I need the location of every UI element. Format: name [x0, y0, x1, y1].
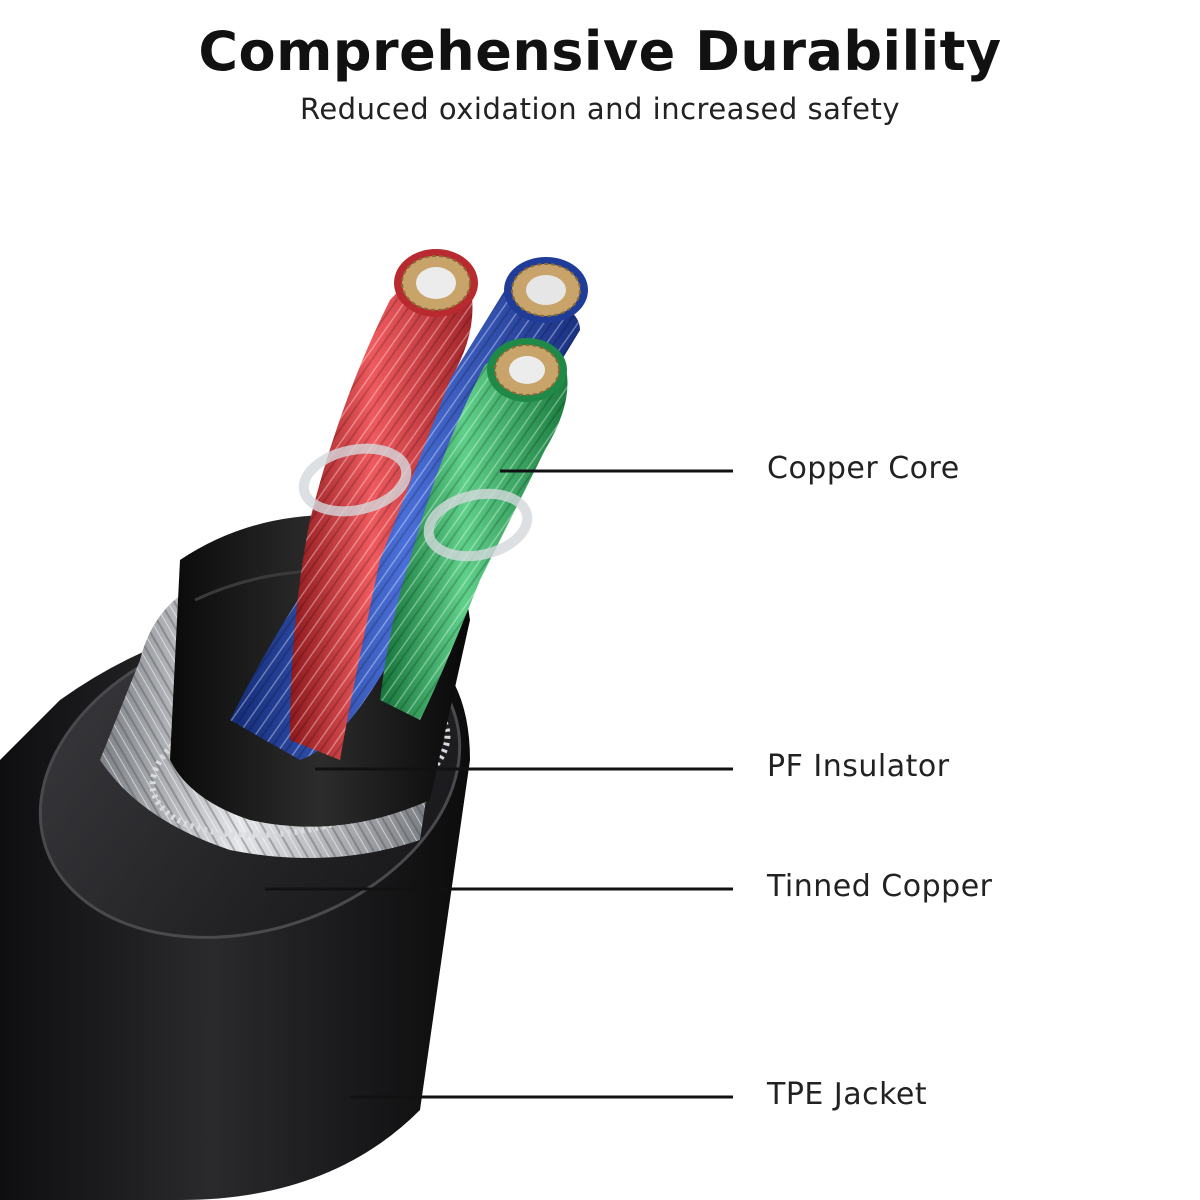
page-title: Comprehensive Durability	[198, 20, 1002, 83]
pf-insulator-label: PF Insulator	[767, 749, 950, 784]
page-subtitle: Reduced oxidation and increased safety	[299, 92, 900, 126]
red-wire	[290, 249, 478, 760]
tinned-copper-label: Tinned Copper	[767, 869, 993, 904]
green-wire	[380, 338, 568, 720]
copper-core-label: Copper Core	[767, 451, 960, 486]
tpe-jacket-label: TPE Jacket	[767, 1077, 928, 1112]
